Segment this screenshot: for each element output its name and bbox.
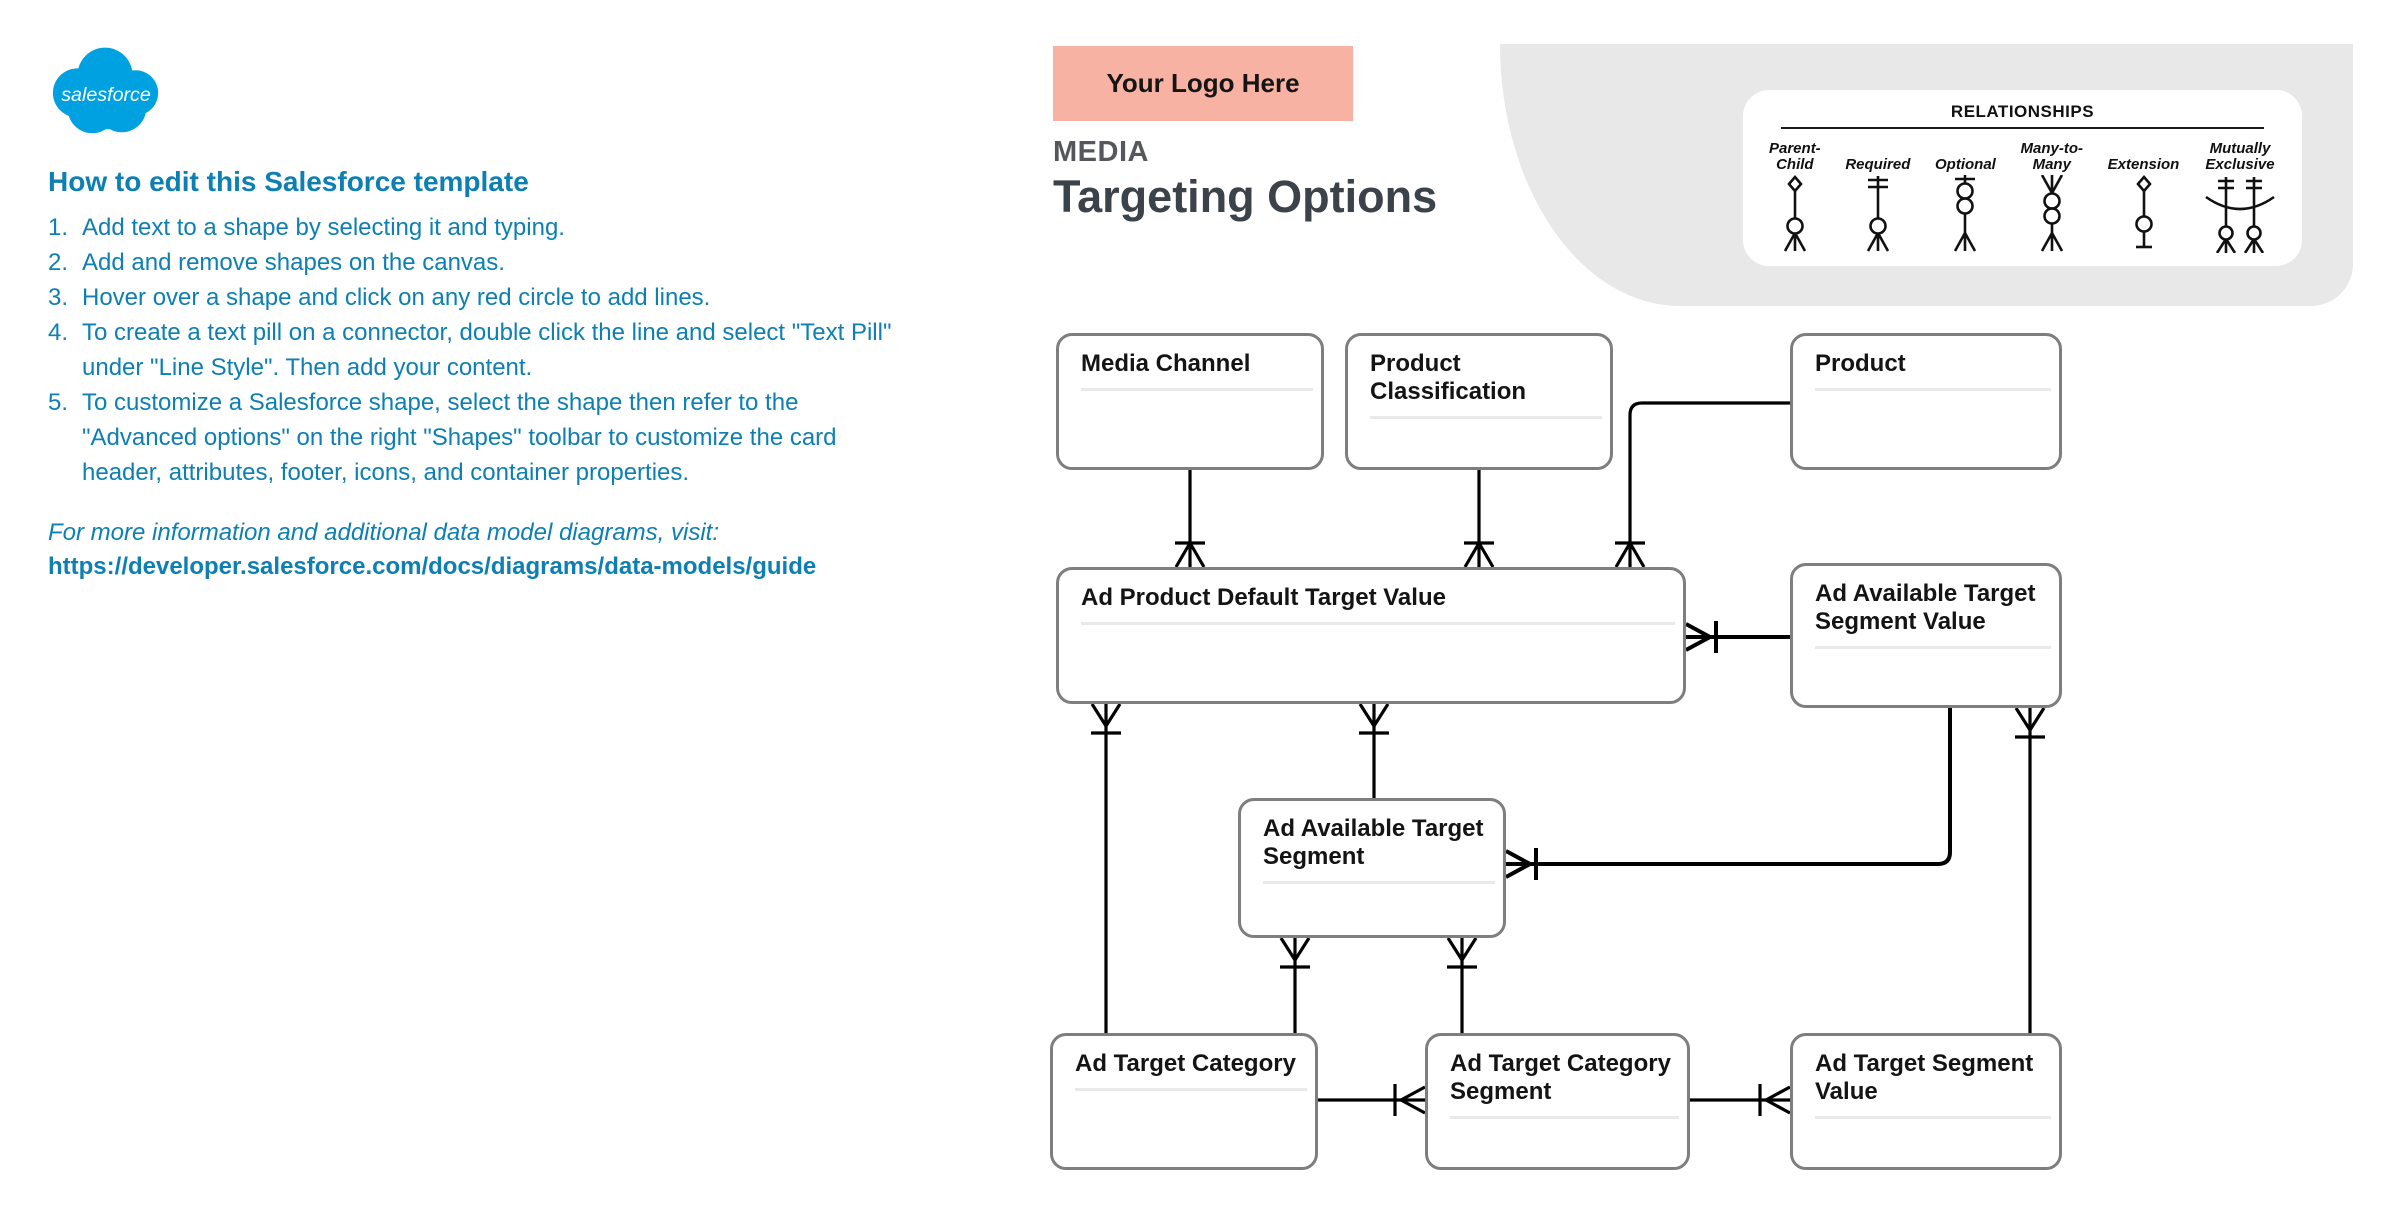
- step-text: To customize a Salesforce shape, select …: [82, 389, 837, 486]
- connector-aats-atcs: [1446, 937, 1478, 1033]
- legend-item-parent-child: Parent-Child: [1769, 133, 1821, 253]
- many-to-many-symbol-icon: [2030, 175, 2074, 253]
- entity-ad-target-segment-value[interactable]: Ad Target Segment Value: [1790, 1033, 2062, 1170]
- entity-title: Ad Available Target Segment Value: [1815, 580, 2051, 649]
- legend-title: RELATIONSHIPS: [1950, 102, 2095, 121]
- connector-apdtv-aatsv: [1685, 621, 1790, 653]
- connector-atc-atcs: [1318, 1084, 1426, 1116]
- legend-item-many-to-many: Many-to-Many: [2020, 133, 2084, 253]
- howto-step-2: 2. Add and remove shapes on the canvas.: [48, 245, 898, 280]
- step-text: Add text to a shape by selecting it and …: [82, 214, 565, 241]
- entity-ad-target-category-segment[interactable]: Ad Target Category Segment: [1425, 1033, 1690, 1170]
- step-text: Add and remove shapes on the canvas.: [82, 249, 505, 276]
- howto-step-3: 3. Hover over a shape and click on any r…: [48, 280, 898, 315]
- entity-title: Ad Target Category: [1075, 1050, 1307, 1091]
- connector-product-apdtv: [1614, 401, 1790, 568]
- entity-product[interactable]: Product: [1790, 333, 2062, 470]
- legend-label-line: Optional: [1935, 156, 1996, 173]
- entity-media-channel[interactable]: Media Channel: [1056, 333, 1324, 470]
- more-info-text: For more information and additional data…: [48, 519, 719, 546]
- entity-product-classification[interactable]: Product Classification: [1345, 333, 1613, 470]
- title-block: MEDIA Targeting Options: [1053, 136, 1437, 223]
- connector-product-classification-apdtv: [1463, 470, 1495, 568]
- legend-items: Parent-Child Required Optional: [1767, 133, 2278, 253]
- connector-aatsv-atsv: [2014, 707, 2046, 1033]
- your-logo-placeholder[interactable]: Your Logo Here: [1053, 46, 1353, 121]
- step-number: 1.: [48, 214, 69, 241]
- legend-label-line: Many-to-: [2020, 140, 2084, 157]
- connector-aats-atc: [1279, 937, 1311, 1033]
- howto-step-1: 1. Add text to a shape by selecting it a…: [48, 210, 898, 245]
- required-symbol-icon: [1856, 175, 1900, 253]
- legend-label-line: Mutually: [2209, 140, 2271, 157]
- legend-label-line: Parent-: [1769, 140, 1821, 157]
- howto-step-4: 4. To create a text pill on a connector,…: [48, 315, 898, 385]
- legend-item-required: Required: [1845, 133, 1910, 253]
- legend-label-line: Exclusive: [2205, 156, 2275, 173]
- entity-title: Ad Product Default Target Value: [1081, 584, 1675, 625]
- connector-aatsv-aats: [1505, 708, 1952, 880]
- legend-label-line: Many: [2032, 156, 2071, 173]
- legend-item-extension: Extension: [2107, 133, 2180, 253]
- legend-divider: [1781, 127, 2264, 129]
- connector-apdtv-aats: [1358, 703, 1390, 798]
- instruction-panel: salesforce How to edit this Salesforce t…: [48, 38, 898, 584]
- howto-steps: 1. Add text to a shape by selecting it a…: [48, 210, 898, 490]
- legend-label-line: Child: [1776, 156, 1814, 173]
- legend-item-optional: Optional: [1935, 133, 1996, 253]
- step-text: Hover over a shape and click on any red …: [82, 284, 711, 311]
- entity-title: Media Channel: [1081, 350, 1313, 391]
- data-models-guide-link[interactable]: https://developer.salesforce.com/docs/di…: [48, 553, 817, 580]
- howto-step-5: 5. To customize a Salesforce shape, sele…: [48, 385, 898, 490]
- optional-symbol-icon: [1943, 175, 1987, 253]
- connector-media-channel-apdtv: [1174, 470, 1206, 568]
- step-text: To create a text pill on a connector, do…: [82, 319, 892, 381]
- step-number: 3.: [48, 284, 69, 311]
- entity-title: Product: [1815, 350, 2051, 391]
- step-number: 2.: [48, 249, 69, 276]
- mutually-exclusive-symbol-icon: [2204, 175, 2276, 253]
- entity-title: Product Classification: [1370, 350, 1602, 419]
- category-eyebrow: MEDIA: [1053, 136, 1149, 168]
- entity-ad-product-default-target-value[interactable]: Ad Product Default Target Value: [1056, 567, 1686, 704]
- step-number: 5.: [48, 389, 69, 416]
- legend-label-line: Required: [1845, 156, 1911, 173]
- entity-ad-available-target-segment-value[interactable]: Ad Available Target Segment Value: [1790, 563, 2062, 708]
- entity-title: Ad Target Category Segment: [1450, 1050, 1679, 1119]
- salesforce-wordmark: salesforce: [61, 84, 151, 106]
- connector-apdtv-atc: [1090, 703, 1122, 1033]
- extension-symbol-icon: [2122, 175, 2166, 253]
- salesforce-logo-icon: salesforce: [52, 47, 159, 134]
- page-title: Targeting Options: [1053, 171, 1438, 222]
- entity-ad-target-category[interactable]: Ad Target Category: [1050, 1033, 1318, 1170]
- entity-ad-available-target-segment[interactable]: Ad Available Target Segment: [1238, 798, 1506, 938]
- entity-title: Ad Available Target Segment: [1263, 815, 1495, 884]
- connector-atcs-atsv: [1690, 1084, 1791, 1116]
- legend-label-line: Extension: [2107, 156, 2180, 173]
- your-logo-text: Your Logo Here: [1106, 68, 1300, 98]
- entity-title: Ad Target Segment Value: [1815, 1050, 2051, 1119]
- relationships-legend: RELATIONSHIPS Parent-Child Required Opti: [1743, 90, 2302, 266]
- step-number: 4.: [48, 319, 69, 346]
- parent-child-symbol-icon: [1773, 175, 1817, 253]
- howto-heading: How to edit this Salesforce template: [48, 166, 529, 197]
